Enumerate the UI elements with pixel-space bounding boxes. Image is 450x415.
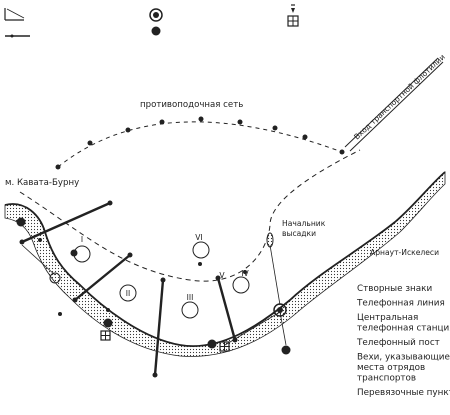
- range-mark-symbols: [19, 200, 238, 378]
- target-circle-symbol-top: [149, 8, 163, 36]
- landing-chief-symbol: [266, 232, 274, 248]
- zone-label-2: II: [126, 289, 130, 298]
- transport-entry-label: Вход транспортной флотилии: [352, 52, 447, 141]
- zone-label-1: I: [81, 235, 83, 244]
- legend-dressing-stations: Перевязочные пункты: [357, 388, 450, 398]
- legend-transport-buoys-line2: места отрядов: [357, 363, 425, 373]
- anti-submarine-net: [55, 116, 345, 170]
- shoreline: [4, 171, 446, 347]
- legend-telephone-line: Телефонная линия: [356, 299, 445, 309]
- zone-circles: [49, 241, 250, 319]
- legend-range-marks: Створные знаки: [357, 284, 432, 294]
- zone-numerals: I II III IV V VI: [81, 233, 250, 302]
- corner-legend-fragment: [4, 8, 30, 38]
- legend-central-exchange-line2: телефонная станция: [357, 324, 450, 334]
- range-lines: [21, 201, 237, 376]
- central-exchange-symbol: [273, 303, 287, 317]
- transport-entry-channel: [344, 57, 444, 152]
- telephone-lines: [21, 244, 287, 346]
- legend-central-exchange-line1: Центральная: [357, 313, 418, 323]
- zone-label-5: V: [219, 271, 225, 280]
- net-label: противоподочная сеть: [140, 100, 243, 110]
- east-place-label: Арнаут-Искелеси: [370, 248, 439, 257]
- transport-buoy-markers: [38, 238, 247, 316]
- telephone-post-symbols: [16, 217, 291, 355]
- dressing-station-symbols: [100, 330, 230, 352]
- landing-chief-label-line2: высадки: [282, 229, 316, 238]
- legend-telephone-post: Телефонный пост: [356, 338, 440, 348]
- cape-label: м. Кавата-Бурну: [5, 178, 79, 188]
- landing-zone-boundary: [19, 149, 361, 282]
- telephone-exchange-symbol-top: [287, 4, 299, 27]
- zone-label-3: III: [187, 293, 194, 302]
- legend-transport-buoys-line1: Вехи, указывающие: [357, 353, 450, 363]
- landing-chief-label-line1: Начальник: [282, 219, 326, 228]
- zone-label-6: VI: [195, 233, 202, 242]
- legend-transport-buoys-line3: транспортов: [357, 374, 416, 384]
